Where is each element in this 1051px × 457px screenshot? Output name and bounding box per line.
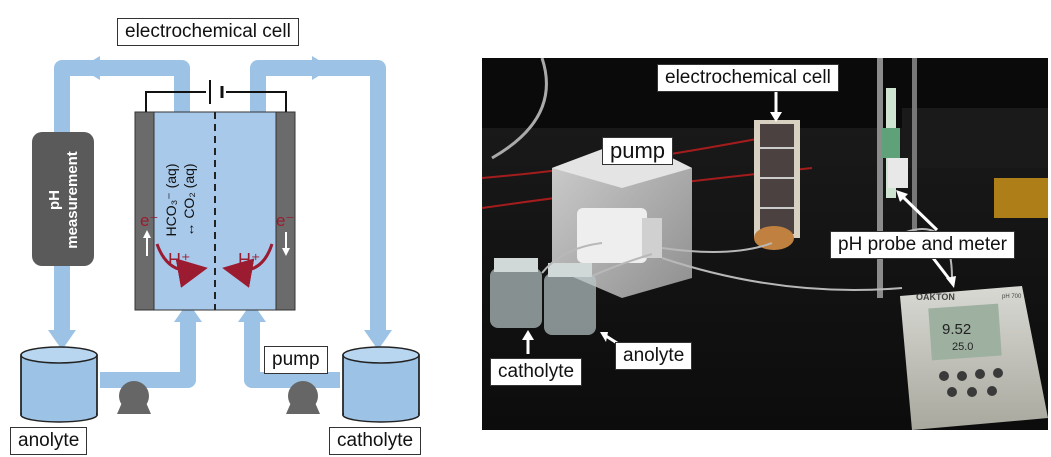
photo-callout-cell: electrochemical cell <box>657 64 839 92</box>
reaction-line-2: ↔ CO₂ (aq) <box>181 163 197 236</box>
photo-ph-meter: OAKTON pH 700 9.52 25.0 <box>900 286 1048 430</box>
flow-arrow-left-up <box>174 302 202 322</box>
photo-callout-catholyte: catholyte <box>490 358 583 386</box>
circuit <box>145 91 287 112</box>
proton-right-arrow <box>222 243 274 288</box>
proton-left-label: H⁺ <box>168 250 191 270</box>
photo-callout-ph: pH probe and meter <box>830 231 1015 259</box>
svg-text:measurement: measurement <box>64 151 81 249</box>
flow-arrow-top-left <box>80 56 100 80</box>
pump-icon-left <box>117 381 151 414</box>
electrode-left <box>134 111 155 311</box>
proton-right-label: H⁺ <box>238 250 261 270</box>
photo-callout-anolyte: anolyte <box>615 342 693 370</box>
schematic-diagram: HCO₃⁻ (aq) ↔ CO₂ (aq) e⁻ e⁻ H⁺ H⁺ pH mea… <box>20 56 420 423</box>
electron-left-label: e⁻ <box>140 211 158 230</box>
photo-bottles <box>490 258 596 335</box>
meter-reading-ph: 9.52 <box>942 321 971 338</box>
tube-anolyte-feed <box>100 320 196 388</box>
photo-electrochemical-cell <box>754 120 800 250</box>
photo-callout-pump: pump <box>602 137 674 165</box>
reaction-line-1: HCO₃⁻ (aq) <box>163 164 179 237</box>
flow-arrow-right-down <box>364 330 392 350</box>
meter-model: pH 700 <box>1002 294 1022 300</box>
pump-icon-right <box>286 381 320 414</box>
schematic-pump-label: pump <box>264 346 328 374</box>
proton-left-arrow <box>155 243 208 288</box>
svg-text:pH: pH <box>46 190 63 210</box>
battery-icon <box>209 80 224 104</box>
electron-right-label: e⁻ <box>276 211 294 230</box>
lab-photo-scene: OAKTON pH 700 9.52 25.0 <box>482 58 1048 430</box>
ph-measurement-text: pH measurement <box>46 151 81 249</box>
anolyte-reservoir <box>20 346 98 423</box>
flow-arrow-right-up <box>238 302 266 322</box>
flow-arrow-top-right <box>312 56 332 80</box>
flow-arrow-left-down <box>48 330 76 350</box>
schematic-catholyte-label: catholyte <box>329 427 422 455</box>
lab-photo: OAKTON pH 700 9.52 25.0 electroch <box>482 58 1048 430</box>
reaction-text: HCO₃⁻ (aq) ↔ CO₂ (aq) <box>163 163 197 236</box>
tube-catholyte-feed <box>244 320 340 388</box>
photo-ph-probe <box>882 88 908 198</box>
catholyte-reservoir <box>342 346 420 423</box>
schematic-title: electrochemical cell <box>117 18 299 46</box>
ph-measurement-box <box>32 132 94 266</box>
flow-arrows <box>48 56 392 350</box>
meter-brand: OAKTON <box>916 292 955 302</box>
meter-reading-temp: 25.0 <box>952 341 973 353</box>
schematic-anolyte-label: anolyte <box>10 427 88 455</box>
